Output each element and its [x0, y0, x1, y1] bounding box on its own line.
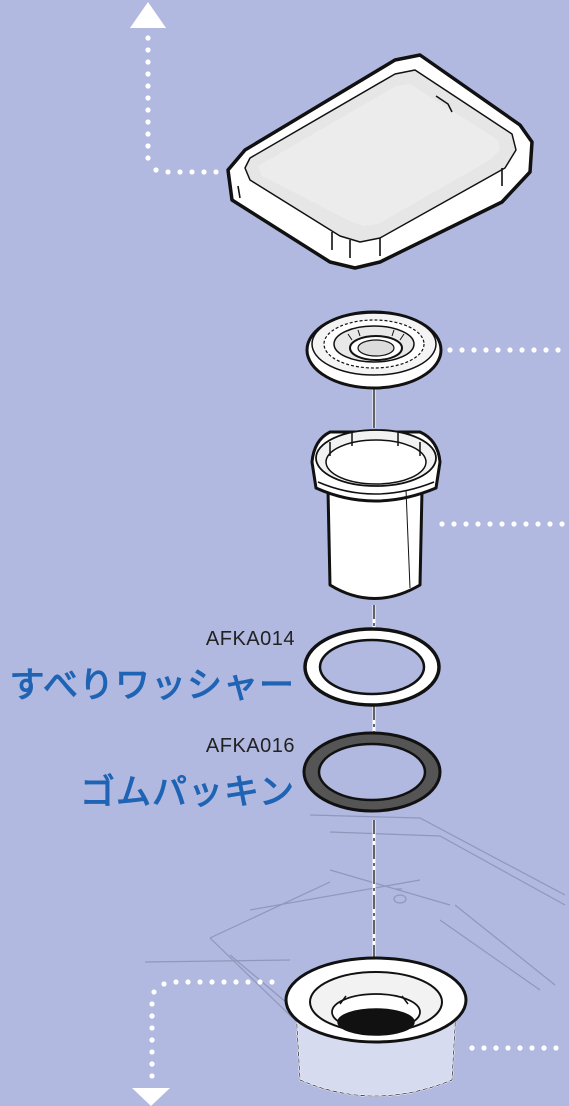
gasket-part-code: AFKA016 [205, 735, 295, 757]
washer-part-code: AFKA014 [205, 628, 295, 650]
trap-cup [310, 429, 442, 600]
leader-top [145, 35, 219, 175]
leader-bottom [149, 979, 275, 1079]
slip-washer-ring [303, 627, 441, 707]
leader-body [469, 1045, 559, 1051]
arrow-down-icon [132, 1088, 170, 1106]
washer-part-name: すべりワッシャー [9, 666, 295, 706]
hair-catcher [305, 310, 443, 390]
arrow-up-icon [130, 2, 166, 28]
leader-trap [439, 521, 565, 527]
rubber-gasket-ring [302, 731, 442, 813]
floor-plate [144, 814, 566, 1036]
leader-lines [145, 35, 565, 1079]
leader-cover [447, 347, 561, 353]
drain-body [284, 956, 468, 1097]
drain-cover-plate [226, 53, 534, 270]
gasket-part-name: ゴムパッキン [80, 773, 295, 813]
